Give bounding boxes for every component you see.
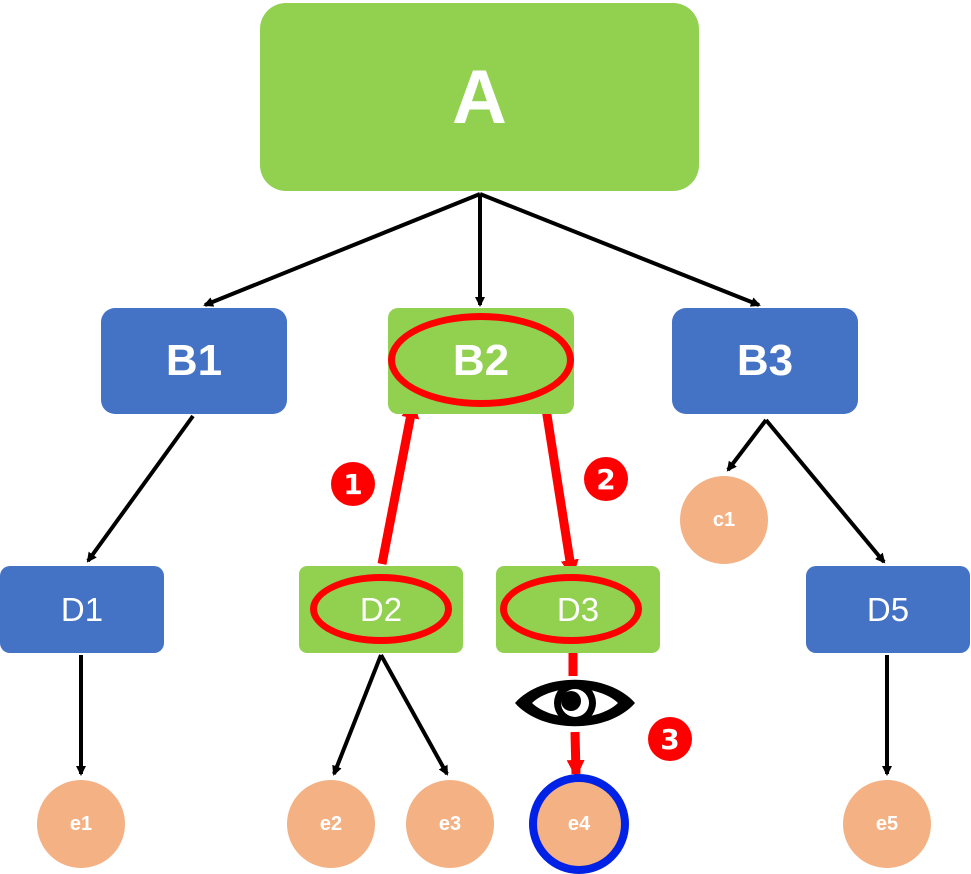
edge-d2-e2 xyxy=(332,654,383,776)
edge-d2-e3 xyxy=(379,654,449,776)
highlight-ring-d2 xyxy=(310,574,452,644)
node-d5: D5 xyxy=(806,566,970,653)
node-d1-label: D1 xyxy=(60,590,104,628)
node-e2: e2 xyxy=(287,780,375,868)
node-e4-target: e4 xyxy=(529,774,629,874)
step-2-badge: 2 xyxy=(584,457,628,501)
node-e2-label: e2 xyxy=(319,812,343,835)
node-b3-label: B3 xyxy=(736,336,794,385)
highlight-ring-d3 xyxy=(500,574,642,644)
node-d1: D1 xyxy=(0,566,164,653)
node-e1: e1 xyxy=(37,780,125,868)
step-1-badge: 1 xyxy=(331,462,375,506)
eye-icon xyxy=(515,679,635,727)
step-2-arrow xyxy=(539,395,579,578)
edge-b3-d5 xyxy=(764,418,886,564)
node-d5-label: D5 xyxy=(866,590,910,628)
step-3-arrow-bottom xyxy=(566,731,585,778)
edge-a-b3 xyxy=(479,192,761,307)
node-b3: B3 xyxy=(672,308,858,414)
node-c1-label: c1 xyxy=(712,508,736,531)
step-1-arrow xyxy=(377,400,420,565)
node-e3: e3 xyxy=(406,780,494,868)
node-e1-label: e1 xyxy=(69,812,93,835)
node-a-label: A xyxy=(452,54,507,140)
edge-b1-d1 xyxy=(86,414,195,563)
node-e4-label: e4 xyxy=(567,812,591,835)
node-b1: B1 xyxy=(101,308,287,414)
highlight-ring-b2 xyxy=(388,313,574,407)
node-c1: c1 xyxy=(680,476,768,564)
node-e5: e5 xyxy=(843,780,931,868)
step-3-badge: 3 xyxy=(648,717,692,761)
node-a: A xyxy=(260,3,699,191)
node-e5-label: e5 xyxy=(875,812,899,835)
edge-a-b1 xyxy=(203,192,481,307)
node-e3-label: e3 xyxy=(438,812,462,835)
node-b1-label: B1 xyxy=(165,336,223,385)
edge-b3-c1 xyxy=(726,418,768,472)
